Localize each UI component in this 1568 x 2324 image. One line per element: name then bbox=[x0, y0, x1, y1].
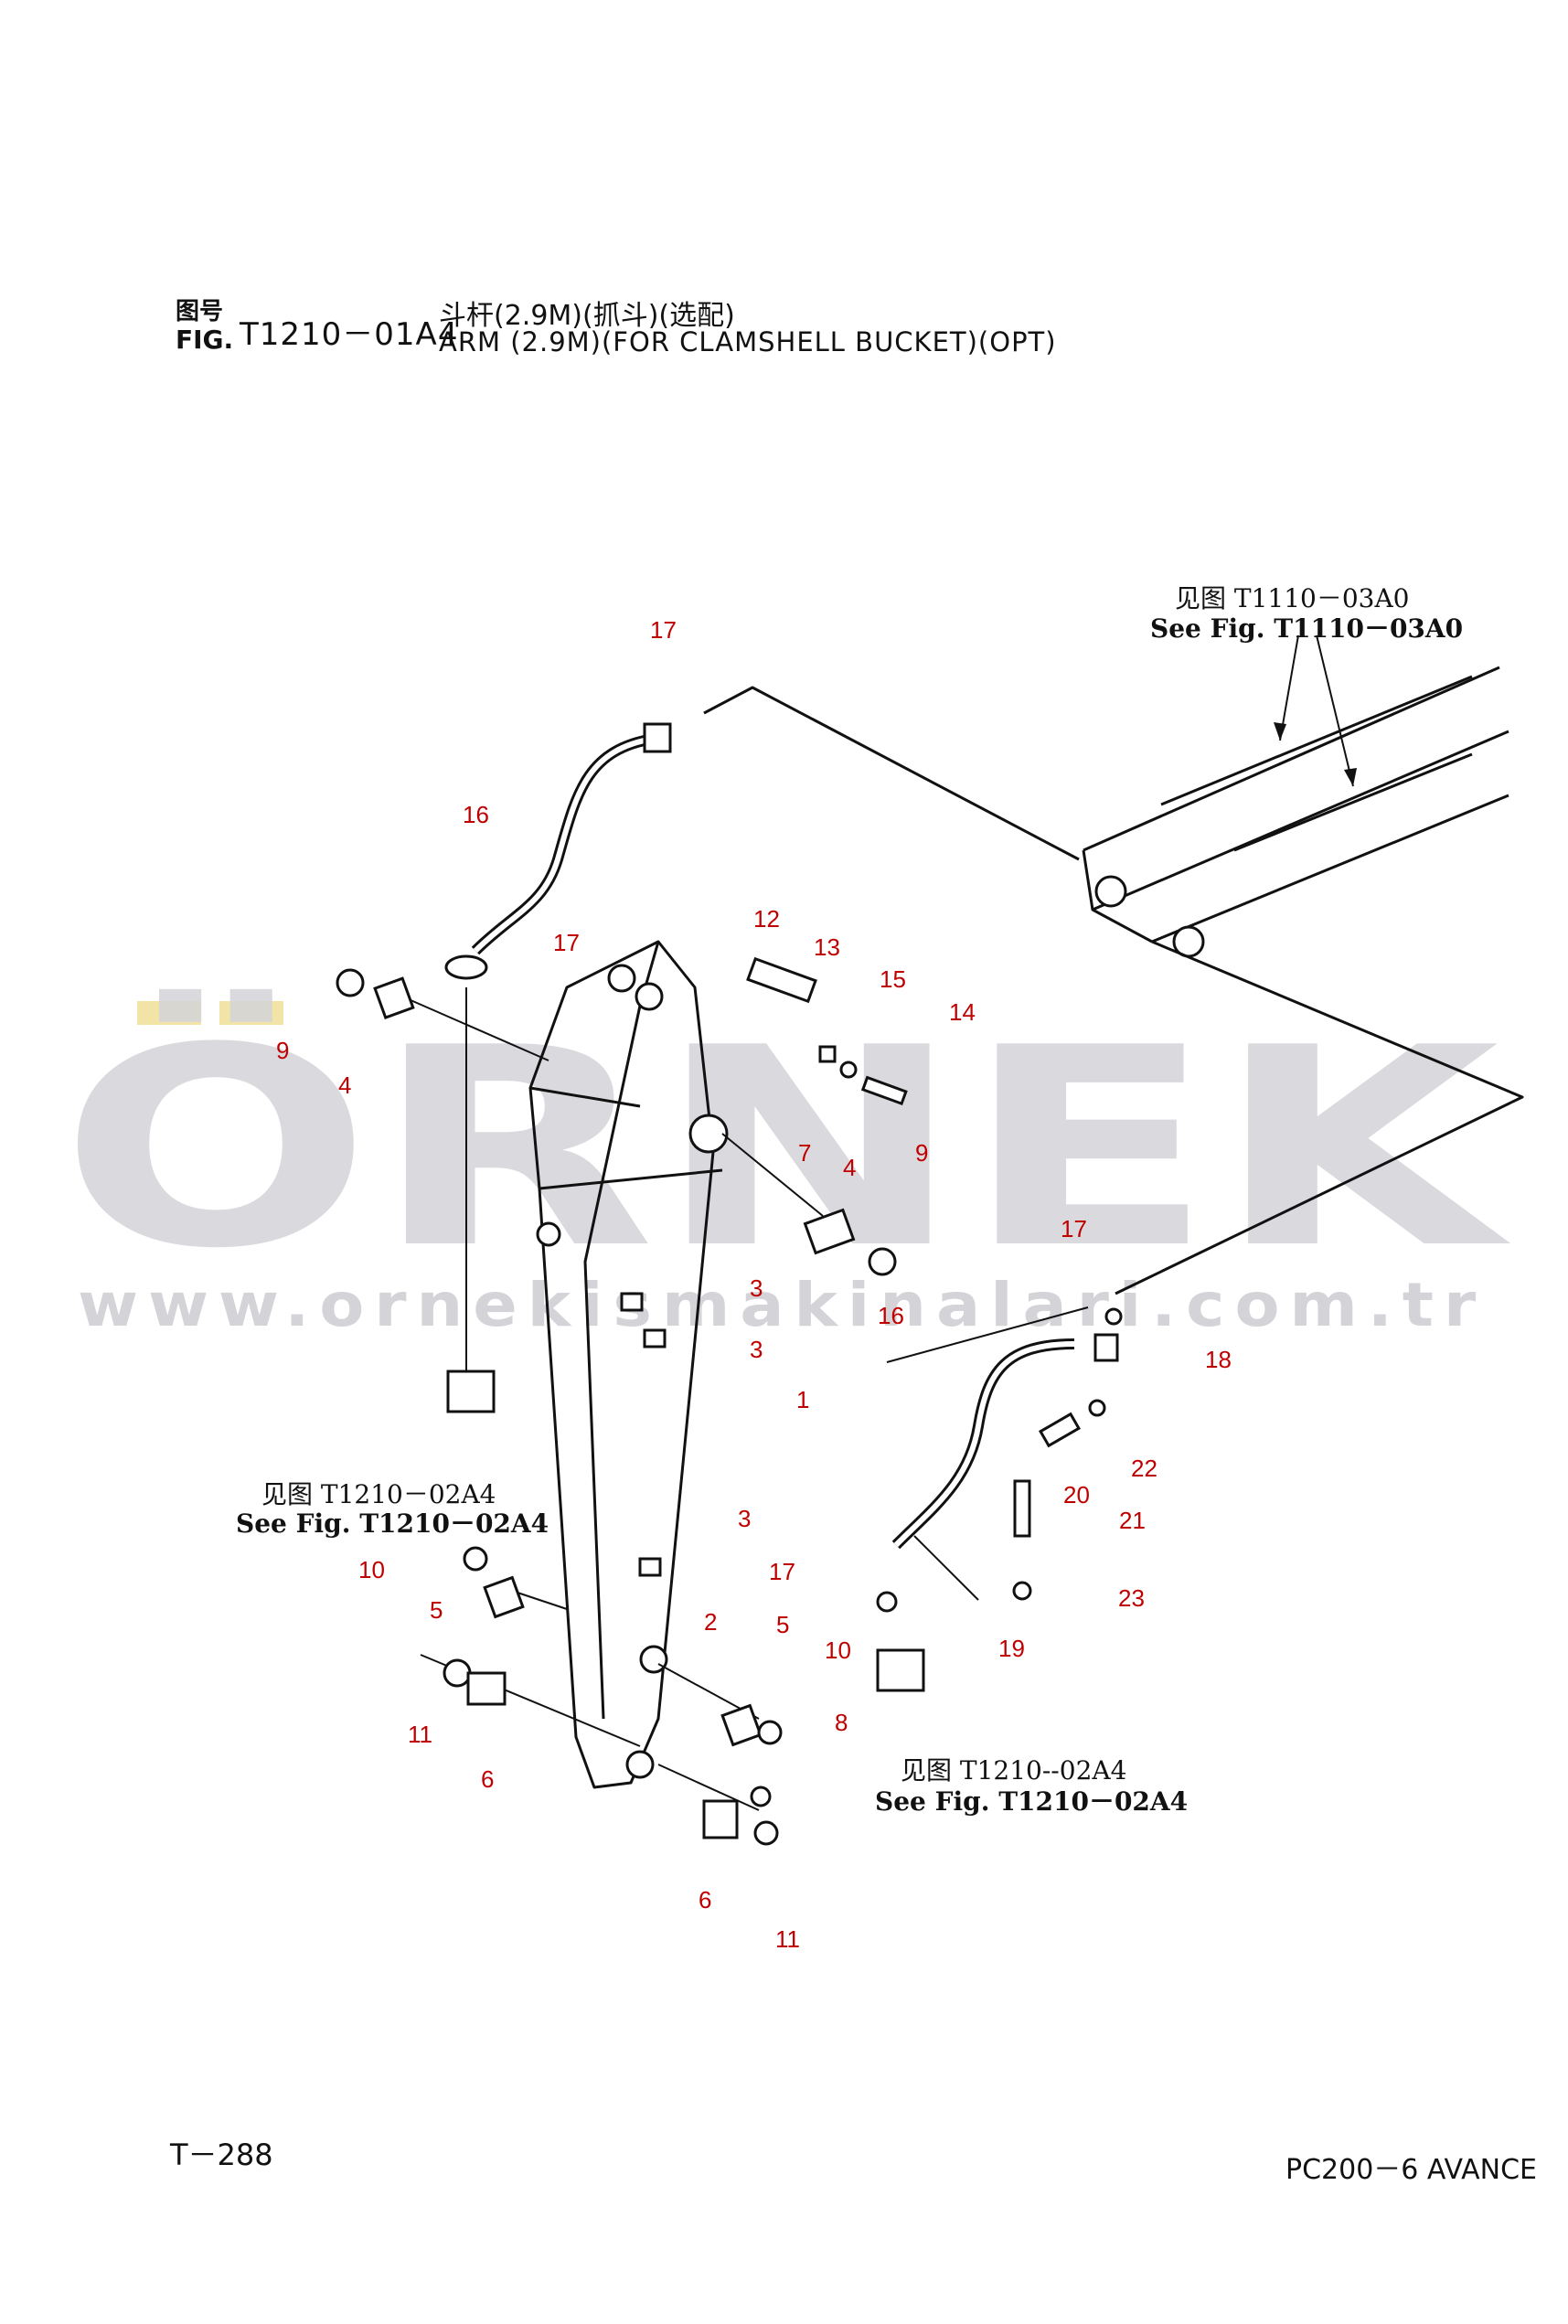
hose-routing-line bbox=[703, 686, 1524, 1295]
callout-10: 10 bbox=[358, 1556, 385, 1583]
callout-11: 11 bbox=[775, 1925, 800, 1953]
figure-prefix: FIG. bbox=[176, 325, 234, 355]
callout-23: 23 bbox=[1118, 1584, 1145, 1612]
callout-21: 21 bbox=[1119, 1507, 1146, 1534]
callout-19: 19 bbox=[998, 1635, 1025, 1662]
callout-6: 6 bbox=[699, 1886, 711, 1914]
assembly-line bbox=[465, 987, 1089, 1601]
callout-4: 4 bbox=[843, 1154, 856, 1181]
callout-14: 14 bbox=[949, 998, 976, 1026]
reference-chinese: 见图 T1110－03A0 bbox=[1175, 583, 1410, 613]
reference-english: See Fig. T1110－03A0 bbox=[1150, 613, 1463, 644]
callout-3: 3 bbox=[738, 1505, 751, 1532]
arm-body bbox=[528, 940, 729, 1789]
reference-labels: 见图 T1110－03A0 See Fig. T1110－03A0 见图 T12… bbox=[236, 583, 1463, 1817]
callout-18: 18 bbox=[1205, 1346, 1232, 1373]
title-chinese: 斗杆(2.9M)(抓斗)(选配) bbox=[439, 300, 735, 332]
callout-2: 2 bbox=[704, 1608, 717, 1636]
callout-16: 16 bbox=[878, 1302, 904, 1329]
callout-3: 3 bbox=[750, 1336, 763, 1363]
callout-20: 20 bbox=[1063, 1481, 1090, 1508]
figure-prefix-chinese: 图号 bbox=[176, 298, 224, 325]
callout-11: 11 bbox=[408, 1721, 432, 1748]
callout-8: 8 bbox=[835, 1709, 848, 1736]
figure-code: T1210－01A4 bbox=[240, 316, 459, 353]
callout-3: 3 bbox=[750, 1274, 763, 1302]
callout-17: 17 bbox=[553, 929, 580, 956]
page-number: T－288 bbox=[170, 2137, 273, 2172]
watermark-url: www.ornekismakinalari.com.tr bbox=[78, 1270, 1486, 1340]
callout-22: 22 bbox=[1131, 1455, 1157, 1482]
watermark-accent-dot bbox=[137, 1001, 201, 1025]
reference-chinese: 见图 T1210--02A4 bbox=[901, 1755, 1126, 1786]
callout-10: 10 bbox=[825, 1636, 851, 1664]
callout-13: 13 bbox=[814, 933, 840, 961]
callout-6: 6 bbox=[481, 1765, 494, 1793]
callout-9: 9 bbox=[276, 1037, 289, 1064]
callout-4: 4 bbox=[338, 1071, 351, 1099]
assembly-line bbox=[401, 996, 824, 1811]
callout-7: 7 bbox=[798, 1139, 811, 1167]
small-parts bbox=[336, 956, 1123, 1846]
callout-15: 15 bbox=[880, 965, 906, 993]
callout-17: 17 bbox=[1061, 1215, 1087, 1242]
callout-9: 9 bbox=[915, 1139, 928, 1167]
callout-5: 5 bbox=[776, 1611, 789, 1638]
watermark-accent-dot bbox=[219, 1001, 283, 1025]
reference-chinese: 见图 T1210－02A4 bbox=[261, 1479, 496, 1509]
watermark-brand: ÖRNEK bbox=[59, 986, 1513, 1308]
reference-english: See Fig. T1210－02A4 bbox=[236, 1508, 549, 1539]
callout-5: 5 bbox=[430, 1596, 443, 1624]
callout-1: 1 bbox=[796, 1386, 809, 1413]
hose-lower bbox=[891, 1338, 1075, 1550]
watermark: ÖRNEK www.ornekismakinalari.com.tr bbox=[59, 986, 1513, 1340]
callout-12: 12 bbox=[753, 905, 780, 933]
boom-section bbox=[1082, 634, 1509, 958]
callout-16: 16 bbox=[463, 801, 489, 828]
callouts: 17 16 17 9 4 12 13 15 14 7 4 9 17 16 18 … bbox=[276, 616, 1232, 1953]
hose-upper bbox=[444, 722, 672, 980]
machine-model: PC200－6 AVANCE bbox=[1285, 2154, 1537, 2186]
reference-english: See Fig. T1210－02A4 bbox=[875, 1786, 1188, 1817]
callout-17: 17 bbox=[769, 1558, 795, 1585]
callout-17: 17 bbox=[650, 616, 677, 644]
title-english: ARM (2.9M)(FOR CLAMSHELL BUCKET)(OPT) bbox=[439, 326, 1057, 357]
